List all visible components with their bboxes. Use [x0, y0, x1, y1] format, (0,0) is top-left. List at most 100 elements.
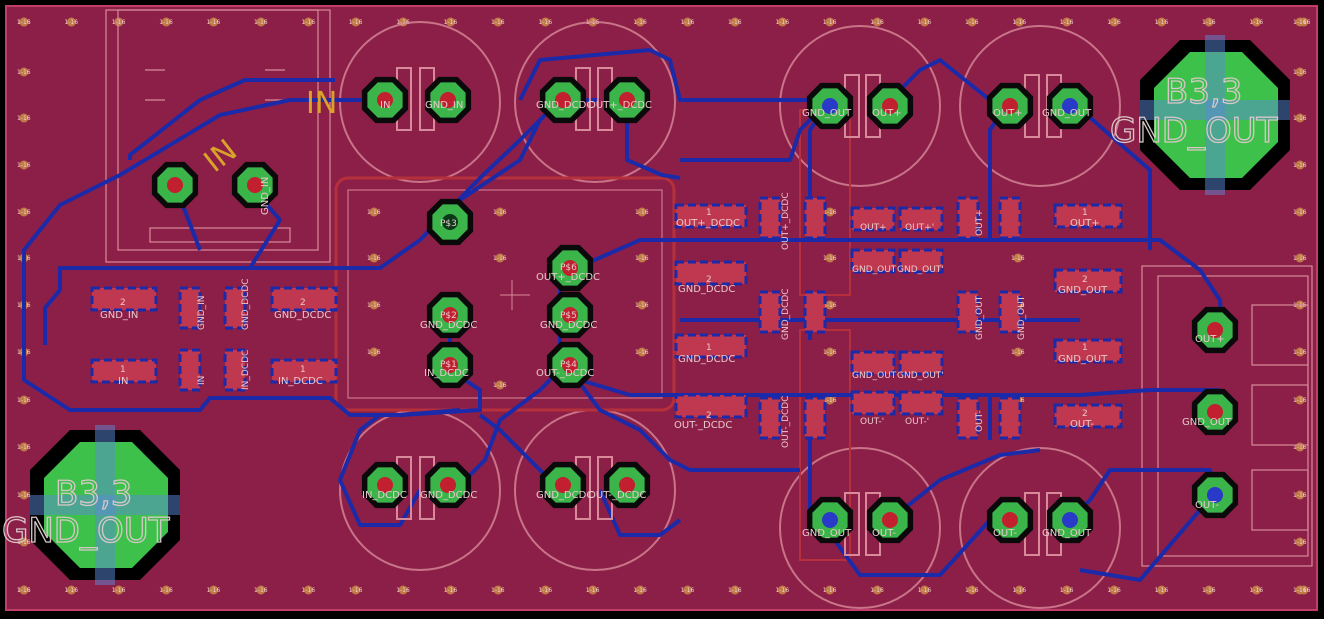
smd-pad [270, 358, 338, 384]
via [369, 253, 379, 263]
via-label: 1-16 [823, 397, 837, 404]
via [683, 585, 693, 595]
mount-hole-top-right: B3,3 GND_OUT [1109, 35, 1290, 195]
smd-pad [850, 390, 896, 416]
silk-text: GND_OUT [1058, 285, 1108, 296]
smd-pad [898, 350, 944, 376]
silk-text: GND_OUT [1058, 354, 1108, 365]
mount-hole-bottom-left: B3,3 GND_OUT [1, 425, 180, 585]
via [209, 585, 219, 595]
silk-text: 2 [1082, 275, 1088, 285]
via [19, 395, 29, 405]
silk-text: 2 [706, 275, 712, 285]
via-label: 1-16 [635, 209, 649, 216]
via [920, 17, 930, 27]
silk-text: GND_OUT' [897, 371, 944, 381]
tht-pad-hole [555, 477, 571, 493]
via [1295, 17, 1305, 27]
silk-text: GND_OUT [975, 295, 985, 340]
via [1157, 585, 1167, 595]
silk-text: GND_OUT [1042, 528, 1092, 539]
via [446, 17, 456, 27]
via-label: 1-16 [444, 587, 458, 594]
silk-text: OUT+ [872, 108, 902, 119]
via [495, 207, 505, 217]
smd-pad [850, 350, 896, 376]
via [303, 17, 313, 27]
tht-pad-hole [619, 477, 635, 493]
via [369, 347, 379, 357]
silk-text: IN [380, 100, 390, 111]
silk-text: OUT-_DCDC [674, 420, 732, 431]
via-label: 1-16 [1012, 19, 1026, 26]
tht-pad-hole [1062, 98, 1078, 114]
silk-text: 1 [300, 365, 306, 375]
silk-text: OUT+_DCDC [588, 100, 652, 111]
via-label: 1-16 [1060, 19, 1074, 26]
silk-text: IN [197, 376, 207, 385]
via [825, 17, 835, 27]
via-label: 1-16 [633, 587, 647, 594]
via [1204, 17, 1214, 27]
tht-pad-hole [1002, 512, 1018, 528]
smd-pad [178, 286, 202, 330]
silk-text: GND_DCDC [241, 278, 251, 330]
tht-pad-hole [1207, 404, 1223, 420]
tht-pad-hole [1062, 512, 1078, 528]
via-label: 1-16 [870, 19, 884, 26]
via [637, 253, 647, 263]
via-label: 1-16 [775, 19, 789, 26]
smd-pad [223, 286, 247, 330]
via [493, 585, 503, 595]
via-label: 1-16 [301, 587, 315, 594]
via-label: 1-16 [159, 587, 173, 594]
silk-text: 1 [706, 343, 712, 353]
silk-text: GND_DCDC [274, 310, 331, 321]
silk-text: GND_DCDC [678, 354, 735, 365]
via [1295, 67, 1305, 77]
via [1014, 585, 1024, 595]
output-connector-outline [1141, 265, 1313, 567]
smd-pad [998, 396, 1022, 440]
via [637, 207, 647, 217]
silk-text: IN_DCDC [241, 350, 251, 390]
via [1204, 585, 1214, 595]
via-label: 1-16 [1012, 587, 1026, 594]
silk-text: GND_DCDC [536, 100, 593, 111]
via [19, 490, 29, 500]
via [493, 17, 503, 27]
via-label: 1-16 [207, 587, 221, 594]
via-label: 1-16 [444, 19, 458, 26]
via-label: 1-16 [491, 587, 505, 594]
smd-pad [898, 206, 944, 232]
via [256, 585, 266, 595]
via-label: 1-16 [823, 302, 837, 309]
via [1157, 17, 1167, 27]
via-label: 1-16 [493, 209, 507, 216]
via [19, 17, 29, 27]
via [967, 585, 977, 595]
silk-text: OUT+ [1070, 218, 1100, 229]
via [1295, 207, 1305, 217]
via [872, 17, 882, 27]
via-label: 1-16 [1202, 19, 1216, 26]
via [19, 442, 29, 452]
via-label: 1-16 [17, 209, 31, 216]
via-label: 1-16 [64, 587, 78, 594]
via [19, 160, 29, 170]
smd-pad [998, 196, 1022, 240]
silk-text: GND_DCDC [678, 284, 735, 295]
silk-text: GND_IN [197, 295, 207, 330]
smd-pad [674, 393, 748, 419]
via-label: 1-16 [538, 19, 552, 26]
via [19, 67, 29, 77]
silk-text: GND_OUT [1042, 108, 1092, 119]
silk-text: P$3 [440, 219, 457, 229]
smd-pad [674, 333, 748, 359]
via [19, 537, 29, 547]
via-label: 1-16 [635, 349, 649, 356]
via [351, 585, 361, 595]
smd-pad [223, 348, 247, 392]
